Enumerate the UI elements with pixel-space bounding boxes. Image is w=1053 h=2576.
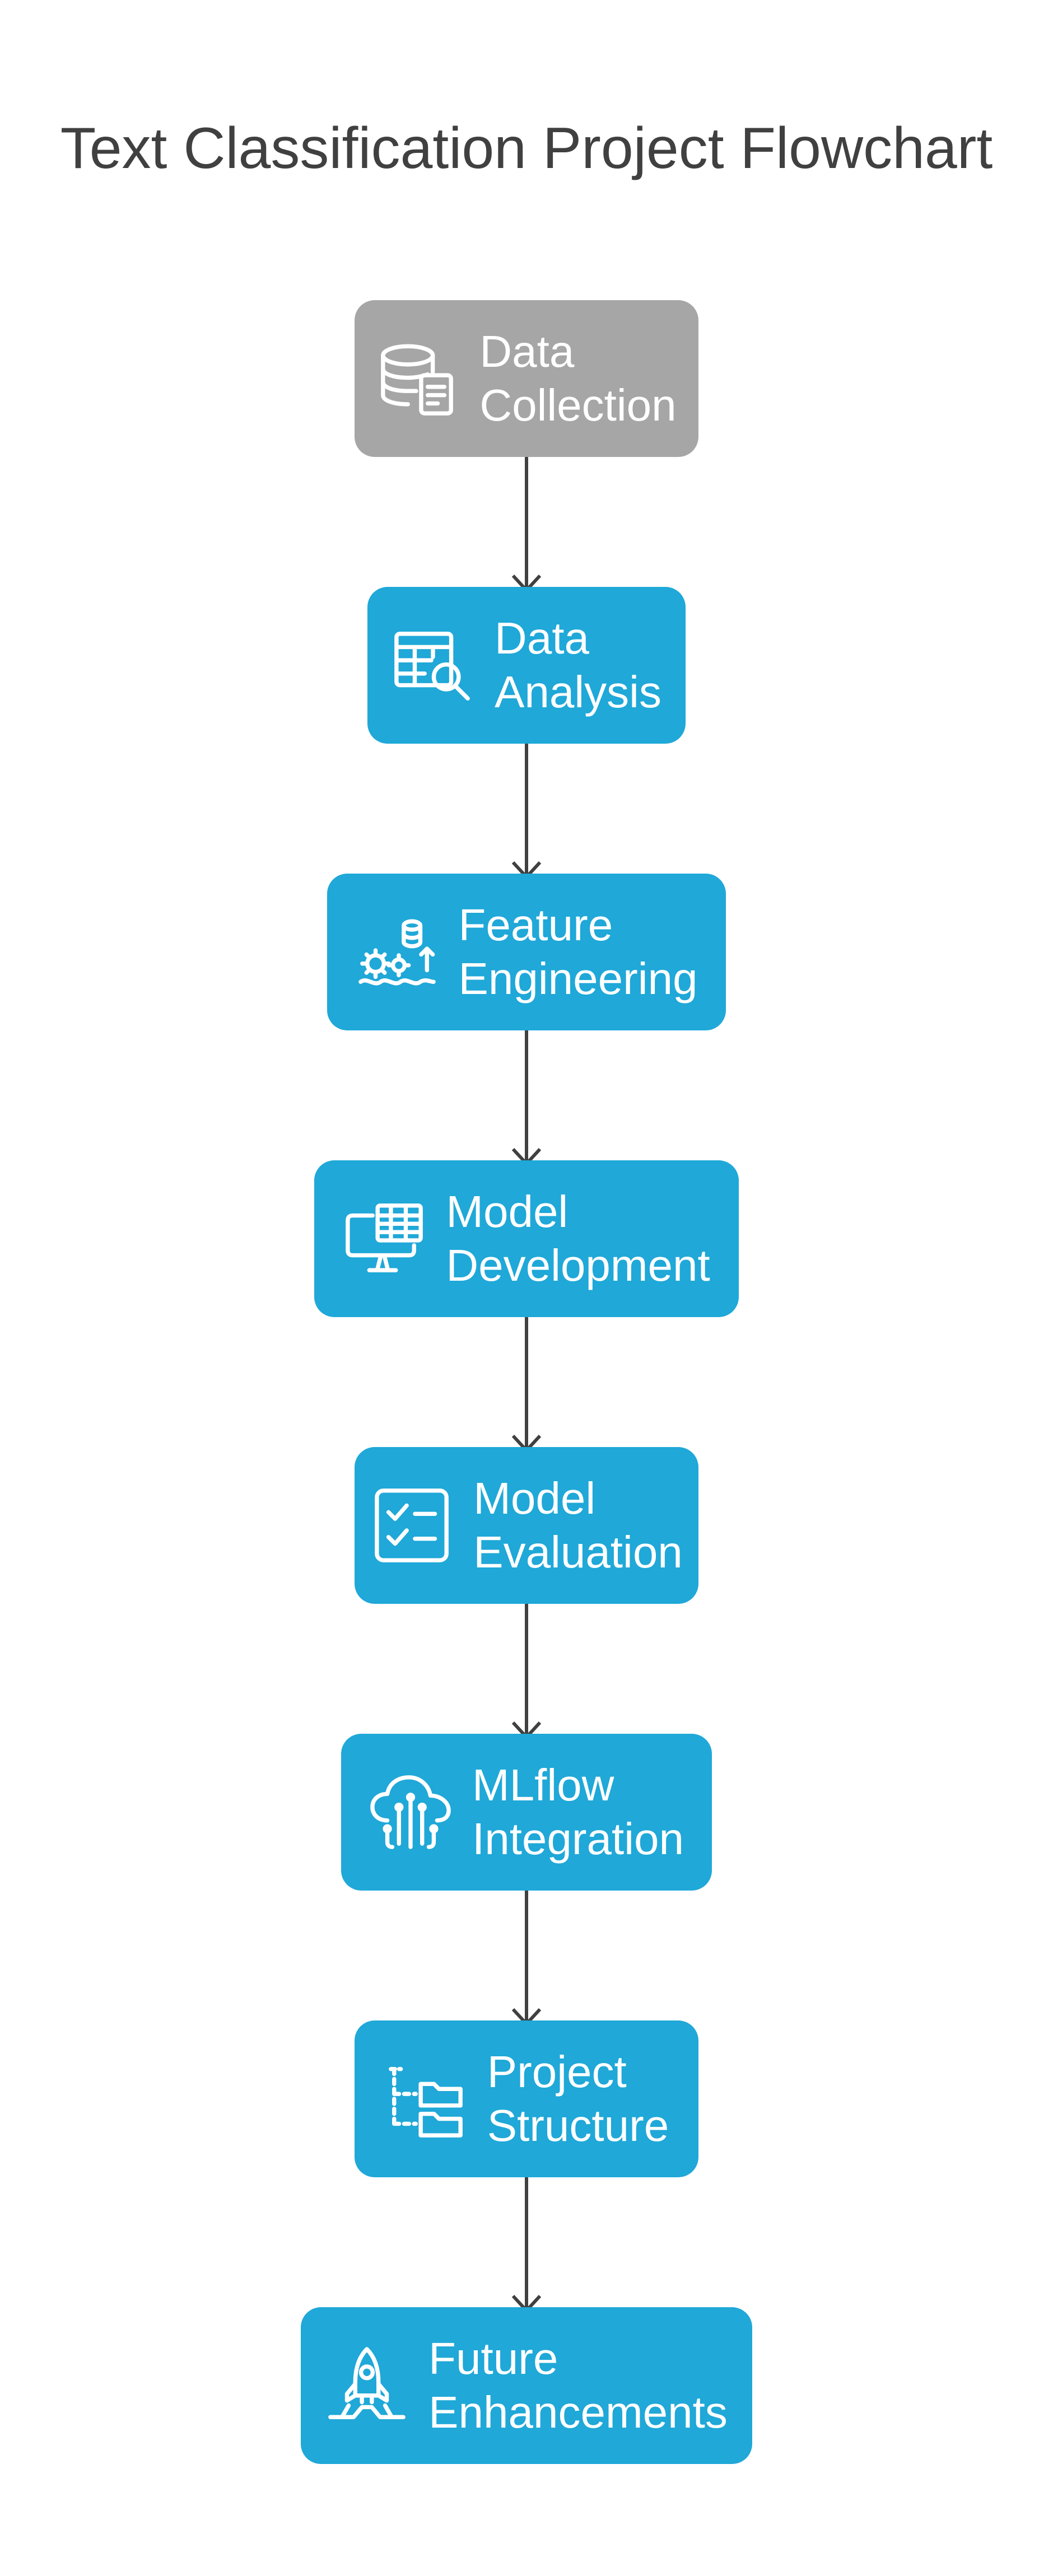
monitor-table-icon: [343, 1197, 426, 1280]
table-search-icon: [392, 624, 474, 707]
flow-arrow: [510, 457, 543, 594]
database-document-icon: [376, 337, 459, 420]
diagram-title: Text Classification Project Flowchart: [60, 116, 993, 181]
flow-arrow: [510, 744, 543, 880]
flow-arrow: [510, 1030, 543, 1167]
gears-database-icon: [356, 911, 439, 993]
folder-tree-icon: [384, 2057, 467, 2140]
checklist-icon: [370, 1484, 453, 1567]
flow-arrow: [510, 1317, 543, 1454]
flow-arrow: [510, 1891, 543, 2027]
cloud-circuit-icon: [369, 1771, 452, 1854]
flow-arrow: [510, 1604, 543, 1740]
rocket-launch-icon: [325, 2344, 408, 2427]
flow-arrow: [510, 2177, 543, 2314]
